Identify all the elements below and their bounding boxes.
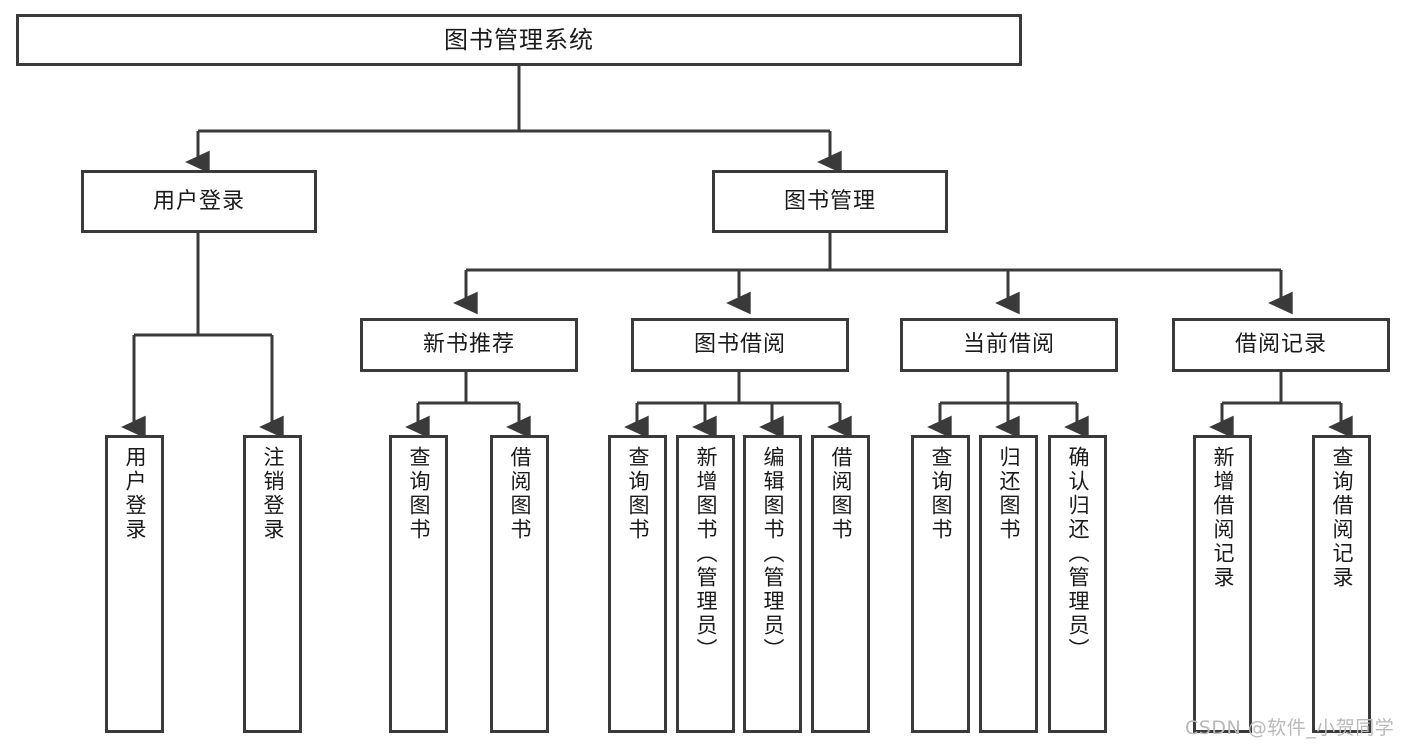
node-current-borrow[interactable]: 当前借阅 <box>900 318 1118 372</box>
leaf-user-login-2[interactable]: 注销登录 <box>243 435 302 733</box>
leaf-current-borrow-2[interactable]: 归还图书 <box>979 435 1038 733</box>
node-book-borrow[interactable]: 图书借阅 <box>631 318 849 372</box>
node-book-management-label: 图书管理 <box>783 188 876 214</box>
leaf-book-borrow-4-label: 借阅图书 <box>829 446 853 542</box>
leaf-book-borrow-1[interactable]: 查询图书 <box>608 435 667 733</box>
leaf-book-borrow-3[interactable]: 编辑图书（管理员） <box>743 435 802 733</box>
leaf-new-book-2-label: 借阅图书 <box>508 446 532 542</box>
node-new-book-recommend[interactable]: 新书推荐 <box>360 318 578 372</box>
leaf-book-borrow-2[interactable]: 新增图书（管理员） <box>676 435 735 733</box>
leaf-borrow-record-1[interactable]: 新增借阅记录 <box>1193 435 1252 733</box>
csdn-watermark: CSDN @软件_小贺同学 <box>1185 717 1395 739</box>
leaf-book-borrow-3-label: 编辑图书（管理员） <box>761 446 785 662</box>
leaf-user-login-1[interactable]: 用户登录 <box>105 435 164 733</box>
node-user-login-label: 用户登录 <box>152 188 245 214</box>
leaf-book-borrow-4[interactable]: 借阅图书 <box>811 435 870 733</box>
leaf-current-borrow-1[interactable]: 查询图书 <box>911 435 970 733</box>
node-borrow-record[interactable]: 借阅记录 <box>1172 318 1390 372</box>
node-new-book-recommend-label: 新书推荐 <box>422 332 515 358</box>
node-root-label: 图书管理系统 <box>444 25 594 54</box>
leaf-borrow-record-1-label: 新增借阅记录 <box>1211 446 1235 590</box>
leaf-borrow-record-2[interactable]: 查询借阅记录 <box>1312 435 1371 733</box>
leaf-current-borrow-2-label: 归还图书 <box>997 446 1021 542</box>
leaf-current-borrow-3[interactable]: 确认归还（管理员） <box>1048 435 1107 733</box>
leaf-current-borrow-1-label: 查询图书 <box>929 446 953 542</box>
node-book-borrow-label: 图书借阅 <box>693 332 786 358</box>
leaf-new-book-1[interactable]: 查询图书 <box>389 435 448 733</box>
leaf-new-book-1-label: 查询图书 <box>407 446 431 542</box>
node-root-system[interactable]: 图书管理系统 <box>16 14 1022 66</box>
node-current-borrow-label: 当前借阅 <box>962 332 1055 358</box>
leaf-book-borrow-1-label: 查询图书 <box>626 446 650 542</box>
leaf-user-login-1-label: 用户登录 <box>123 446 147 542</box>
node-user-login[interactable]: 用户登录 <box>81 170 317 233</box>
leaf-borrow-record-2-label: 查询借阅记录 <box>1330 446 1354 590</box>
leaf-book-borrow-2-label: 新增图书（管理员） <box>694 446 718 662</box>
leaf-new-book-2[interactable]: 借阅图书 <box>490 435 549 733</box>
leaf-user-login-2-label: 注销登录 <box>261 446 285 542</box>
node-book-management[interactable]: 图书管理 <box>712 170 948 233</box>
leaf-current-borrow-3-label: 确认归还（管理员） <box>1066 446 1090 662</box>
node-borrow-record-label: 借阅记录 <box>1234 332 1327 358</box>
